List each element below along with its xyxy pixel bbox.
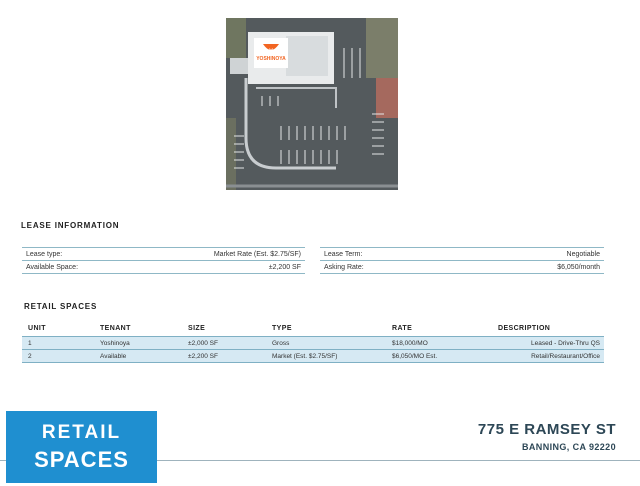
lease-info-right: Lease Term: Negotiable Asking Rate: $6,0… [320, 247, 604, 274]
lease-value: Market Rate (Est. $2.75/SF) [213, 250, 301, 258]
svg-text:Y: Y [269, 49, 273, 55]
lease-value: $6,050/month [557, 263, 600, 271]
lease-value: ±2,200 SF [268, 263, 301, 271]
cell-size: ±2,000 SF [188, 339, 218, 347]
badge-line1: RETAIL [41, 422, 122, 443]
cell-unit: 1 [28, 339, 32, 347]
col-unit: UNIT [28, 324, 46, 332]
cell-type: Gross [272, 339, 290, 347]
lease-row: Lease Term: Negotiable [320, 248, 604, 261]
cell-unit: 2 [28, 352, 32, 360]
retail-spaces-title: RETAIL SPACES [24, 302, 98, 311]
table-row: 1 Yoshinoya ±2,000 SF Gross $18,000/MO L… [22, 336, 604, 349]
address-city: BANNING, CA 92220 [522, 442, 616, 452]
retail-spaces-badge: RETAIL SPACES [6, 411, 157, 483]
cell-tenant: Available [100, 352, 127, 360]
lease-row: Lease type: Market Rate (Est. $2.75/SF) [22, 248, 305, 261]
cell-type: Market (Est. $2.75/SF) [272, 352, 338, 360]
lease-label: Lease Term: [324, 250, 363, 258]
footer-divider [0, 460, 640, 461]
lease-info-left: Lease type: Market Rate (Est. $2.75/SF) … [22, 247, 305, 274]
table-header: UNIT TENANT SIZE TYPE RATE DESCRIPTION [22, 320, 604, 336]
col-size: SIZE [188, 324, 206, 332]
cell-tenant: Yoshinoya [100, 339, 130, 347]
lease-row: Available Space: ±2,200 SF [22, 261, 305, 274]
col-tenant: TENANT [100, 324, 131, 332]
lease-label: Asking Rate: [324, 263, 364, 271]
aerial-site-photo: Y YOSHINOYA [226, 18, 398, 190]
lease-label: Available Space: [26, 263, 79, 271]
retail-spaces-table: UNIT TENANT SIZE TYPE RATE DESCRIPTION 1… [22, 320, 604, 363]
lease-row: Asking Rate: $6,050/month [320, 261, 604, 274]
lease-label: Lease type: [26, 250, 63, 258]
cell-rate: $6,050/MO Est. [392, 352, 438, 360]
yoshinoya-sign: YOSHINOYA [256, 56, 286, 62]
cell-size: ±2,200 SF [188, 352, 218, 360]
cell-description: Retail/Restaurant/Office [531, 352, 600, 360]
cell-rate: $18,000/MO [392, 339, 428, 347]
cell-description: Leased - Drive-Thru QS [531, 339, 600, 347]
lease-info-title: LEASE INFORMATION [21, 221, 120, 230]
table-row: 2 Available ±2,200 SF Market (Est. $2.75… [22, 349, 604, 363]
col-rate: RATE [392, 324, 413, 332]
lease-value: Negotiable [566, 250, 600, 258]
col-type: TYPE [272, 324, 292, 332]
col-description: DESCRIPTION [498, 324, 551, 332]
address-street: 775 E RAMSEY ST [477, 421, 616, 438]
badge-line2: SPACES [34, 447, 129, 472]
